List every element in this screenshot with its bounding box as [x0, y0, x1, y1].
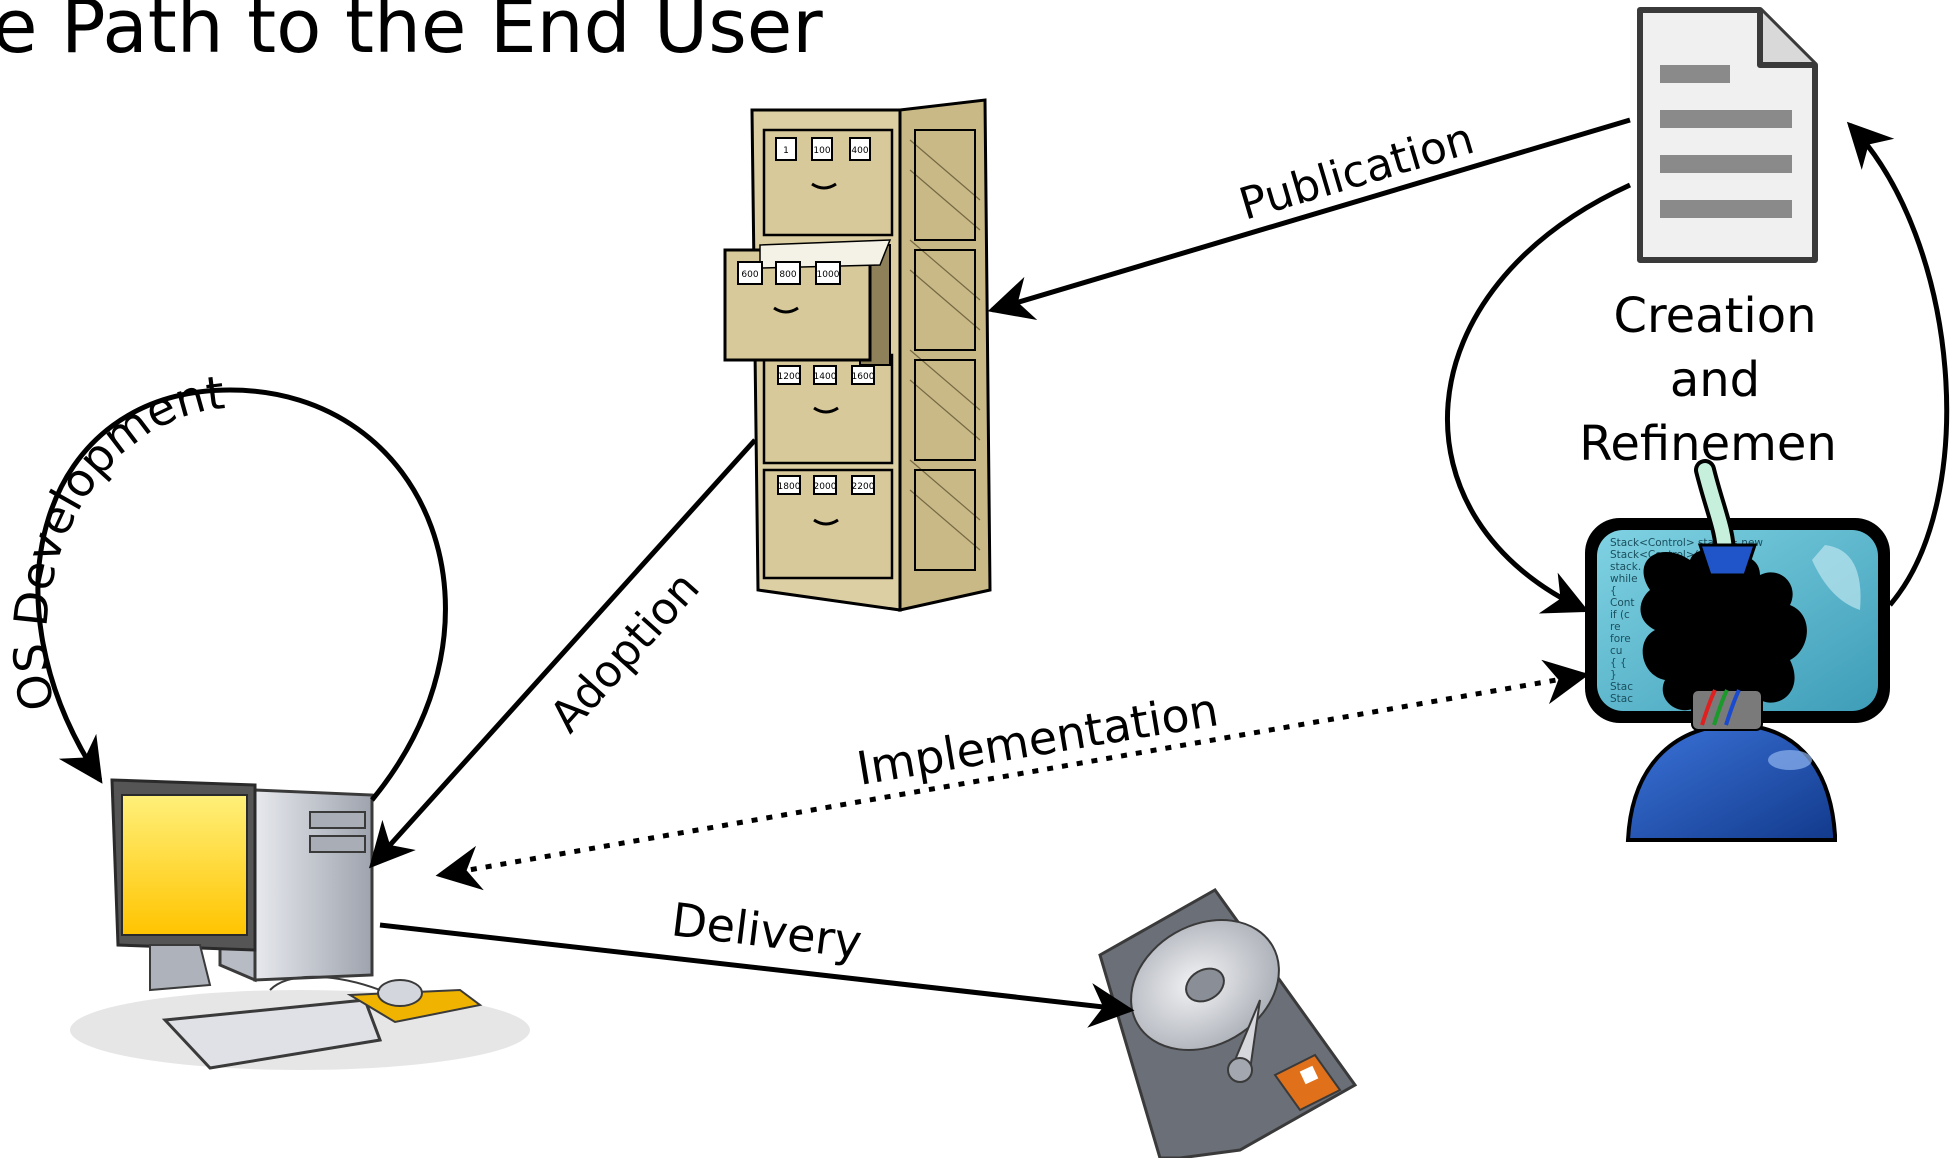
drawer-tag: 100 — [813, 146, 830, 156]
drawer-tag: 1200 — [778, 372, 801, 382]
filing-cabinet-icon: 1 100 400 600 800 1000 1200 1400 1600 18… — [723, 98, 992, 612]
code-line: Stac — [1610, 681, 1633, 693]
implementation-label: Implementation — [853, 682, 1222, 796]
delivery-arrow — [379, 922, 1135, 1028]
adoption-arrow — [368, 438, 757, 869]
drawer-tag: 1 — [783, 146, 789, 156]
code-line: { — [1610, 585, 1617, 597]
arrows — [35, 117, 1950, 1028]
drawer-tag: 1600 — [852, 372, 875, 382]
document-icon — [1637, 7, 1818, 263]
code-line: } — [1610, 669, 1617, 681]
drawer-tag: 400 — [851, 146, 868, 156]
publication-label: Publication — [1234, 113, 1480, 230]
creation-label-line2: and — [1670, 352, 1760, 408]
code-line: stack. — [1610, 561, 1641, 573]
drawer-tag: 600 — [741, 270, 758, 280]
page-title: e Path to the End User — [0, 0, 823, 70]
drawer-tag: 2000 — [814, 482, 837, 492]
hard-drive-icon — [1098, 888, 1358, 1160]
drawer-tag: 1400 — [814, 372, 837, 382]
code-line: fore — [1610, 633, 1631, 645]
code-line: Cont — [1610, 597, 1635, 609]
code-line: { { — [1610, 657, 1627, 669]
refinement-arrow-up — [1846, 121, 1950, 607]
os-development-label: OS Development — [3, 365, 227, 715]
delivery-label: Delivery — [669, 892, 865, 969]
desktop-computer-icon — [70, 778, 530, 1070]
drawer-tag: 2200 — [852, 482, 875, 492]
publication-arrow — [987, 117, 1631, 321]
drawer-tag: 800 — [779, 270, 796, 280]
drawer-tag: 1000 — [817, 270, 840, 280]
code-line: while — [1610, 573, 1638, 585]
os-development-arrow — [35, 387, 448, 802]
code-line: Stac — [1610, 693, 1633, 705]
creation-arrow-down — [1445, 182, 1632, 614]
drawer-tag: 1800 — [778, 482, 801, 492]
code-line: cu — [1610, 645, 1622, 657]
code-line: re — [1610, 621, 1621, 633]
programmer-icon: Stack<Control> stack = new Stack<Control… — [1585, 459, 1890, 842]
creation-label-line1: Creation — [1613, 288, 1816, 344]
code-line: if (c — [1610, 609, 1630, 621]
os-development-label-path: OS Development — [3, 365, 227, 715]
